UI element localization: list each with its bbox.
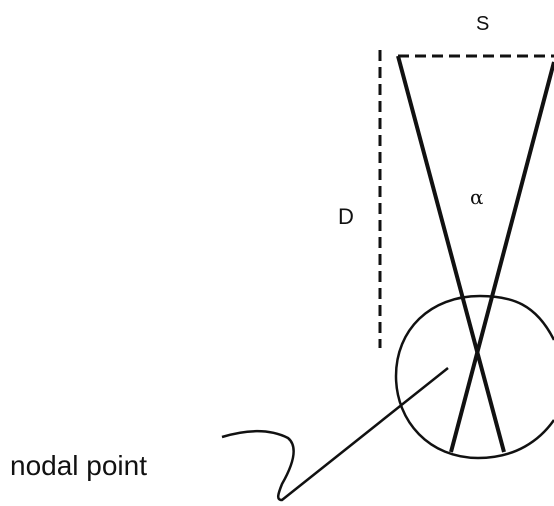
nodal-point-pointer — [221, 367, 449, 502]
eye-outline — [394, 294, 554, 460]
ray-right — [449, 61, 554, 453]
size-label: S — [476, 13, 489, 35]
nodal-point-label: nodal point — [10, 450, 147, 481]
ray-left — [396, 55, 506, 453]
distance-label: D — [338, 204, 354, 229]
angle-label: α — [470, 185, 484, 209]
